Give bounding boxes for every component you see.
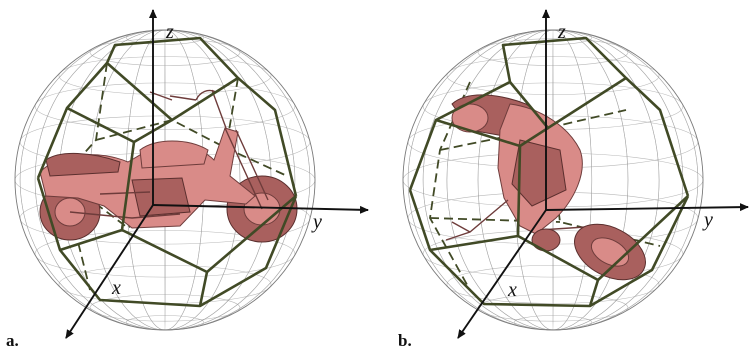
latitude-ring: [447, 57, 659, 95]
latitude-ring: [59, 57, 271, 95]
y-axis: [546, 207, 748, 210]
z-axis-label: z: [557, 21, 566, 43]
panel-b: z y x b.: [398, 10, 748, 350]
x-axis-label: x: [507, 279, 517, 301]
z-axis-label: z: [165, 21, 174, 43]
panel-a: z y x a.: [6, 10, 368, 350]
panel-label-b: b.: [398, 331, 412, 350]
y-axis-label: y: [702, 209, 713, 231]
x-axis: [458, 210, 546, 338]
y-axis-label: y: [311, 211, 322, 233]
x-axis-label: x: [111, 277, 121, 299]
motorcycle: [446, 95, 655, 291]
panel-label-a: a.: [6, 331, 19, 350]
